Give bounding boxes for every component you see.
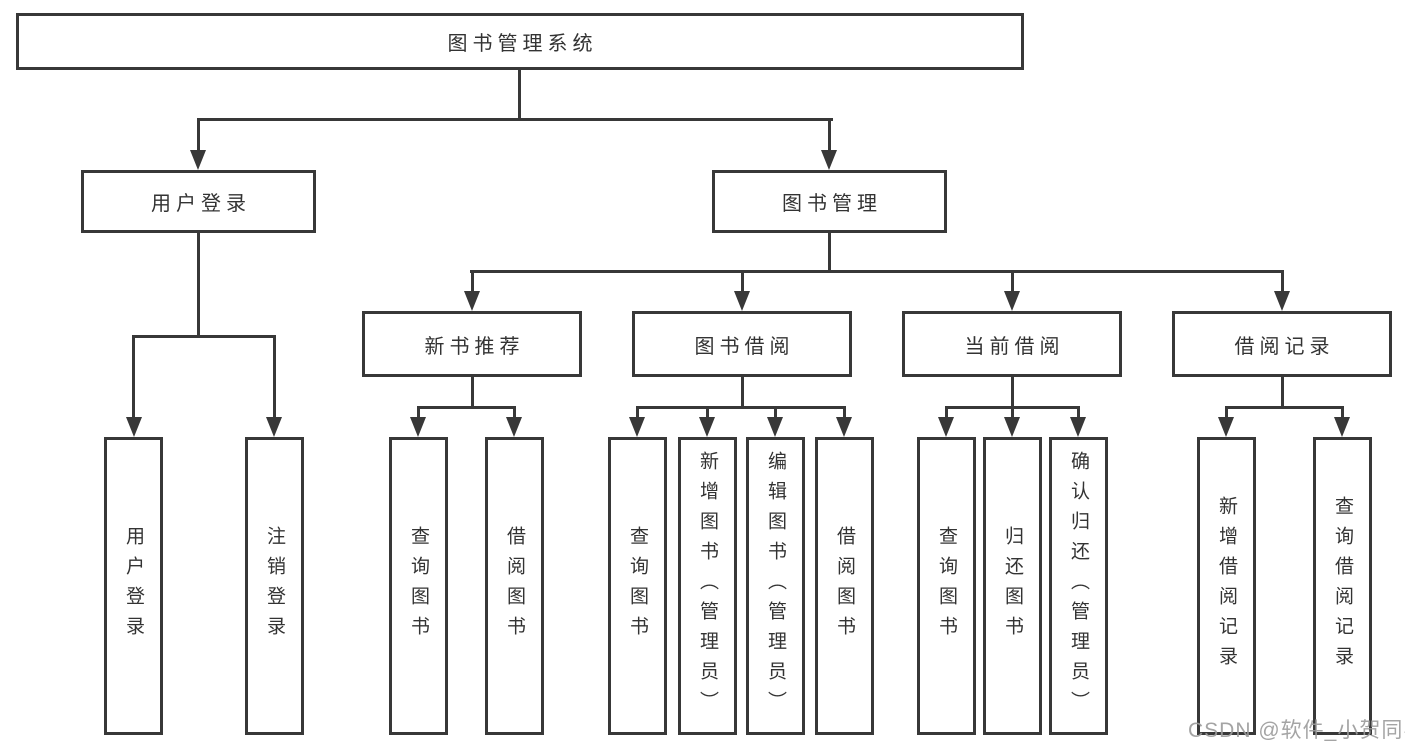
connector-bookborrow-stem (740, 377, 744, 408)
connector-drop (1010, 270, 1014, 293)
arrow-down-icon (734, 291, 750, 311)
connector-newbooks-bar (417, 406, 516, 409)
connector-drop (132, 335, 135, 419)
arrow-down-icon (266, 417, 282, 437)
connector-drop (945, 406, 948, 419)
leaf-add-borrow-record: 新增借阅记录 (1197, 437, 1256, 735)
leaf-query-books-newbooks: 查询图书 (389, 437, 448, 735)
arrow-down-icon (126, 417, 142, 437)
arrow-down-icon (938, 417, 954, 437)
node-book-borrow: 图书借阅 (632, 311, 852, 377)
node-user-login: 用户登录 (81, 170, 316, 233)
connector-drop (774, 406, 777, 419)
arrow-down-icon (1334, 417, 1350, 437)
connector-drop (706, 406, 709, 419)
arrow-down-icon (1004, 291, 1020, 311)
connector-currentborrow-stem (1010, 377, 1014, 408)
connector-drop (1341, 406, 1344, 419)
connector-drop (417, 406, 420, 419)
leaf-confirm-return-admin: 确认归还（管理员） (1049, 437, 1108, 735)
connector-borrowrecords-bar (1225, 406, 1344, 409)
connector-drop (843, 406, 846, 419)
arrow-down-icon (410, 417, 426, 437)
connector-drop (636, 406, 639, 419)
leaf-query-borrow-record: 查询借阅记录 (1313, 437, 1372, 735)
arrow-down-icon (699, 417, 715, 437)
arrow-down-icon (190, 150, 206, 170)
arrow-down-icon (836, 417, 852, 437)
watermark: CSDN @软件_小贺同学 (1188, 719, 1405, 742)
connector-drop (470, 270, 474, 293)
connector-newbooks-stem (470, 377, 474, 408)
leaf-edit-book-admin: 编辑图书（管理员） (746, 437, 805, 735)
leaf-return-book: 归还图书 (983, 437, 1042, 735)
arrow-down-icon (629, 417, 645, 437)
connector-borrowrecords-stem (1280, 377, 1284, 408)
node-borrow-records: 借阅记录 (1172, 311, 1392, 377)
connector-drop (740, 270, 744, 293)
leaf-logout: 注销登录 (245, 437, 304, 735)
arrow-down-icon (821, 150, 837, 170)
arrow-down-icon (1070, 417, 1086, 437)
leaf-query-books-borrow: 查询图书 (608, 437, 667, 735)
leaf-borrow-books: 借阅图书 (815, 437, 874, 735)
connector-drop (1077, 406, 1080, 419)
arrow-down-icon (464, 291, 480, 311)
connector-drop (828, 118, 831, 154)
connector-drop (1011, 406, 1014, 419)
node-current-borrow: 当前借阅 (902, 311, 1122, 377)
node-new-book-recommend: 新书推荐 (362, 311, 582, 377)
arrow-down-icon (1004, 417, 1020, 437)
connector-drop (513, 406, 516, 419)
connector-userlogin-stem (197, 233, 200, 337)
leaf-add-book-admin: 新增图书（管理员） (678, 437, 737, 735)
connector-root-stem (518, 70, 521, 120)
connector-bookborrow-bar (636, 406, 846, 409)
leaf-user-login: 用户登录 (104, 437, 163, 735)
arrow-down-icon (506, 417, 522, 437)
connector-userlogin-bar (132, 335, 276, 338)
connector-bookmgmt-stem (828, 233, 831, 272)
node-book-system: 图书管理系统 (16, 13, 1024, 70)
connector-drop (197, 118, 200, 154)
leaf-borrow-books-newbooks: 借阅图书 (485, 437, 544, 735)
connector-bookmgmt-bar (470, 270, 1283, 273)
connector-root-bar (197, 118, 833, 121)
connector-drop (273, 335, 276, 419)
connector-drop (1225, 406, 1228, 419)
node-book-management: 图书管理 (712, 170, 947, 233)
leaf-query-books-current: 查询图书 (917, 437, 976, 735)
arrow-down-icon (1218, 417, 1234, 437)
connector-drop (1280, 270, 1284, 293)
arrow-down-icon (767, 417, 783, 437)
arrow-down-icon (1274, 291, 1290, 311)
